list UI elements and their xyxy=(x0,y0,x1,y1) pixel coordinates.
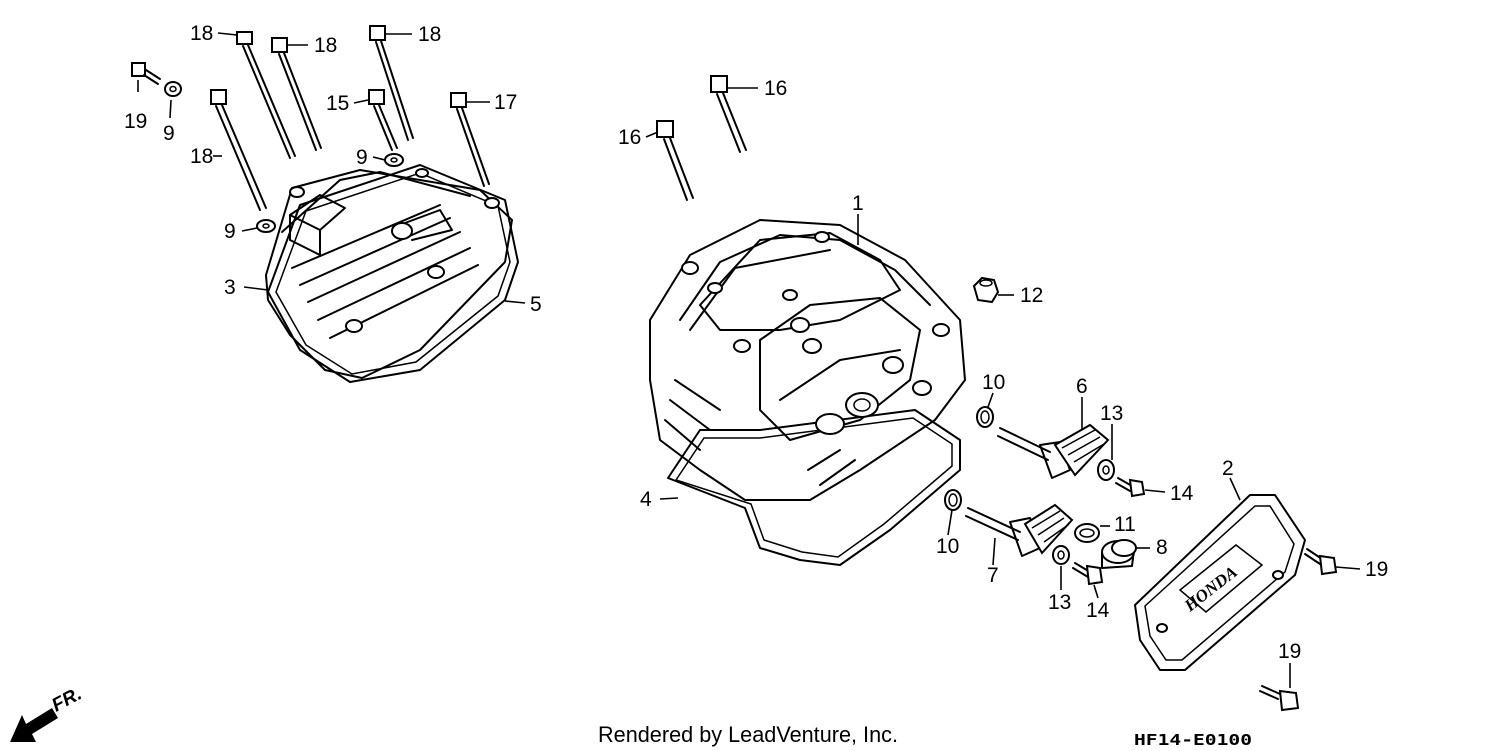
callout-19: 19 xyxy=(124,110,147,133)
diagram-code: HF14-E0100 xyxy=(1134,731,1252,749)
callout-18: 18 xyxy=(418,23,441,46)
callout-10: 10 xyxy=(982,371,1005,394)
front-direction-indicator: FR. xyxy=(10,684,85,742)
callout-7: 7 xyxy=(987,564,999,587)
callout-4: 4 xyxy=(640,488,652,511)
render-credit: Rendered by LeadVenture, Inc. xyxy=(598,722,898,747)
callout-14: 14 xyxy=(1170,482,1194,505)
cylinder-head-cover xyxy=(265,164,519,383)
callout-15: 15 xyxy=(326,92,349,115)
valve-adjuster-assembly xyxy=(944,406,1146,586)
callout-16: 16 xyxy=(764,77,787,100)
callout-12: 12 xyxy=(1020,284,1043,307)
callout-13: 13 xyxy=(1100,402,1123,425)
callout-9: 9 xyxy=(163,122,175,145)
side-cover-bolts xyxy=(1259,548,1338,712)
head-bolts xyxy=(656,75,747,201)
callout-19: 19 xyxy=(1278,640,1301,663)
callout-18: 18 xyxy=(190,145,213,168)
callout-9: 9 xyxy=(224,220,236,243)
callout-9: 9 xyxy=(356,146,368,169)
callout-19: 19 xyxy=(1365,558,1388,581)
callout-11: 11 xyxy=(1114,513,1136,536)
callout-5: 5 xyxy=(530,293,542,316)
cylinder-head xyxy=(649,219,966,566)
callout-1: 1 xyxy=(852,192,864,215)
callout-18: 18 xyxy=(190,22,213,45)
callout-14: 14 xyxy=(1086,599,1110,622)
callout-10: 10 xyxy=(936,535,959,558)
callout-17: 17 xyxy=(494,91,517,114)
leader-lines xyxy=(137,32,1361,688)
callout-numbers: 18 18 18 18 19 9 15 17 9 9 3 5 16 16 1 1… xyxy=(124,22,1388,663)
callout-6: 6 xyxy=(1076,375,1088,398)
callout-18: 18 xyxy=(314,34,337,57)
front-arrow-icon xyxy=(10,708,58,742)
cap-nut xyxy=(972,276,1000,304)
callout-8: 8 xyxy=(1156,536,1168,559)
callout-13: 13 xyxy=(1048,591,1071,614)
callout-3: 3 xyxy=(224,276,236,299)
callout-2: 2 xyxy=(1222,457,1234,480)
callout-16: 16 xyxy=(618,126,641,149)
